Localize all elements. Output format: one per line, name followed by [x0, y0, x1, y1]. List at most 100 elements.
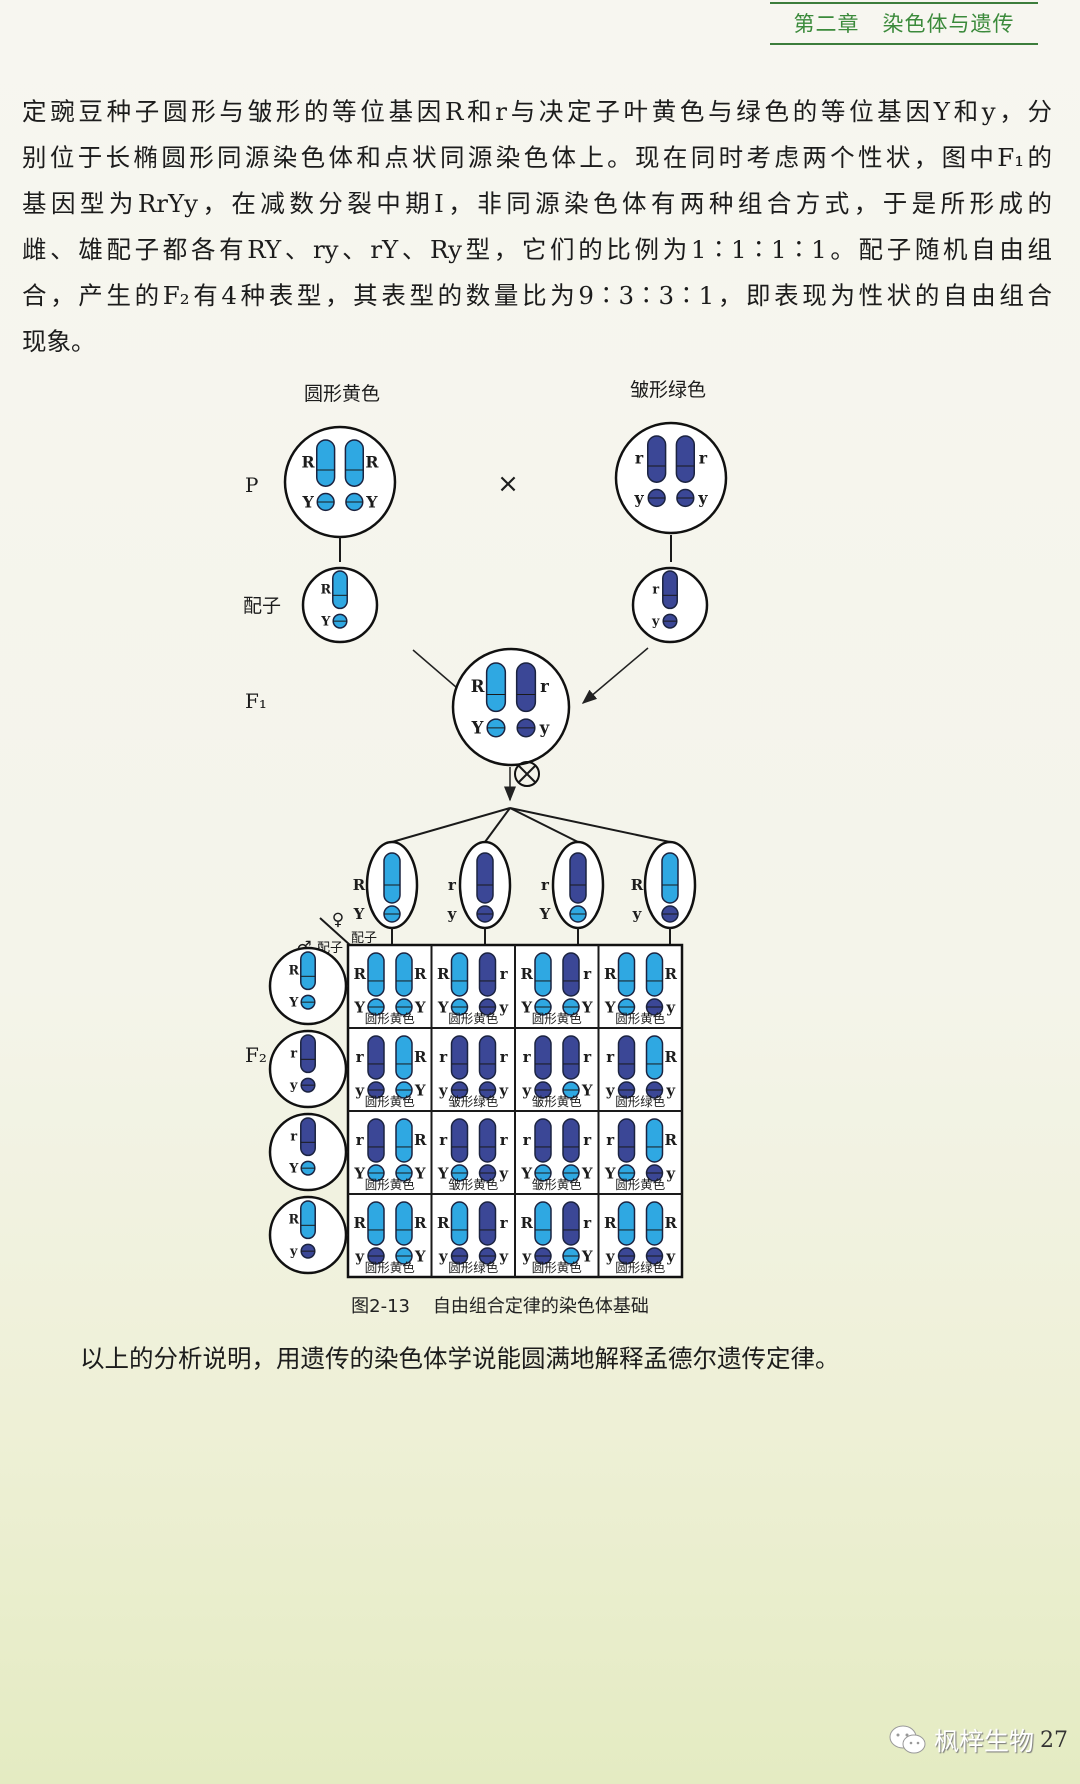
long-chromosome — [395, 1035, 413, 1080]
allele-label: R — [320, 582, 331, 597]
allele-label: Y — [437, 998, 449, 1016]
allele-label: r — [500, 965, 509, 983]
chromosome-diagram: 圆形黄色皱形绿色P配子F₁F₂×RYRYryryRYryRYryRYryrYRy… — [243, 379, 728, 1279]
allele-label: r — [583, 1131, 592, 1149]
allele-label: y — [605, 1081, 616, 1099]
allele-label: Y — [581, 1247, 593, 1265]
allele-label: Y — [353, 998, 365, 1016]
long-chromosome — [562, 1118, 580, 1163]
offspring-phenotype-label: 圆形黄色 — [365, 1011, 416, 1026]
long-chromosome — [485, 662, 507, 713]
paragraph-line: 现象。 — [22, 327, 96, 356]
allele-label: Y — [520, 1164, 532, 1182]
long-chromosome — [395, 1201, 413, 1246]
allele-label: r — [699, 449, 708, 468]
allele-label: r — [652, 582, 659, 597]
offspring-phenotype-label: 圆形绿色 — [448, 1260, 499, 1275]
allele-label: R — [604, 1214, 617, 1232]
allele-label: Y — [353, 905, 365, 923]
offspring-phenotype-label: 圆形黄色 — [448, 1011, 499, 1026]
allele-label: y — [665, 998, 676, 1016]
chapter-header: 第二章 染色体与遗传 — [770, 0, 1038, 46]
allele-label: r — [448, 876, 457, 894]
allele-label: r — [500, 1214, 509, 1232]
allele-label: r — [356, 1131, 365, 1149]
allele-label: r — [500, 1048, 509, 1066]
offspring-phenotype-label: 圆形绿色 — [615, 1094, 666, 1109]
long-chromosome — [476, 852, 494, 904]
long-chromosome — [562, 952, 580, 997]
long-chromosome — [300, 1117, 316, 1157]
allele-label: y — [634, 488, 645, 507]
long-chromosome — [662, 570, 678, 610]
allele-label: y — [697, 488, 708, 507]
allele-label: R — [521, 965, 534, 983]
wechat-icon — [889, 1725, 926, 1754]
offspring-phenotype-label: 皱形黄色 — [532, 1177, 583, 1192]
long-chromosome — [478, 1201, 497, 1246]
allele-label: R — [437, 1214, 450, 1232]
offspring-phenotype-label: 圆形黄色 — [615, 1011, 666, 1026]
allele-label: Y — [301, 492, 314, 511]
allele-label: r — [290, 1129, 297, 1144]
long-chromosome — [395, 952, 413, 997]
allele-label: R — [353, 876, 366, 894]
long-chromosome — [534, 1201, 552, 1246]
watermark: 枫梓生物 — [888, 1722, 1034, 1758]
allele-label: y — [665, 1164, 676, 1182]
allele-label: r — [356, 1048, 365, 1066]
long-chromosome — [617, 952, 636, 997]
generation-label-f1: F₁ — [245, 689, 267, 713]
allele-label: Y — [320, 615, 331, 630]
long-chromosome — [646, 435, 667, 483]
offspring-phenotype-label: 圆形黄色 — [365, 1094, 416, 1109]
figure-caption: 图2-13 自由组合定律的染色体基础 — [351, 1296, 649, 1317]
allele-label: R — [665, 1214, 678, 1232]
long-chromosome — [367, 1201, 385, 1246]
long-chromosome — [450, 1201, 469, 1246]
allele-label: y — [354, 1081, 365, 1099]
allele-label: y — [521, 1247, 532, 1265]
allele-label: Y — [353, 1164, 365, 1182]
allele-label: y — [498, 1081, 509, 1099]
paragraph-line: 合，产生的F₂有4种表型，其表型的数量比为9∶3∶3∶1，即表现为性状的自由组合 — [22, 281, 1052, 310]
long-chromosome — [332, 570, 348, 610]
long-chromosome — [645, 1035, 664, 1080]
divider — [770, 43, 1038, 45]
long-chromosome — [617, 1035, 636, 1080]
allele-label: Y — [365, 492, 378, 511]
allele-label: y — [498, 998, 509, 1016]
offspring-phenotype-label: 圆形黄色 — [365, 1260, 416, 1275]
allele-label: Y — [471, 719, 484, 738]
long-chromosome — [569, 852, 587, 904]
allele-label: R — [521, 1214, 534, 1232]
allele-label: r — [500, 1131, 509, 1149]
allele-label: y — [354, 1247, 365, 1265]
body-paragraph: 定豌豆种子圆形与皱形的等位基因R和r与决定子叶黄色与绿色的等位基因Y和y，分 别… — [22, 89, 1052, 365]
long-chromosome — [675, 435, 696, 483]
offspring-phenotype-label: 圆形黄色 — [365, 1177, 416, 1192]
generation-label-p: P — [245, 473, 258, 497]
long-chromosome — [367, 1035, 385, 1080]
allele-label: y — [438, 1081, 449, 1099]
long-chromosome — [315, 439, 336, 487]
offspring-phenotype-label: 圆形黄色 — [532, 1011, 583, 1026]
allele-label: Y — [414, 1081, 426, 1099]
connector-line — [391, 807, 511, 843]
allele-label: r — [583, 965, 592, 983]
long-chromosome — [562, 1035, 580, 1080]
offspring-phenotype-label: 圆形黄色 — [532, 1260, 583, 1275]
long-chromosome — [367, 1118, 385, 1163]
long-chromosome — [534, 1035, 552, 1080]
phenotype-label: 皱形绿色 — [630, 379, 706, 401]
female-symbol: ♀ — [332, 910, 344, 930]
allele-label: r — [439, 1048, 448, 1066]
long-chromosome — [617, 1118, 636, 1163]
long-chromosome — [645, 952, 664, 997]
connector-line — [509, 807, 579, 843]
allele-label: R — [665, 1048, 678, 1066]
offspring-phenotype-label: 皱形绿色 — [448, 1094, 499, 1109]
long-chromosome — [300, 1200, 316, 1240]
connector-line — [509, 807, 671, 843]
page-number: 27 — [1040, 1728, 1068, 1753]
